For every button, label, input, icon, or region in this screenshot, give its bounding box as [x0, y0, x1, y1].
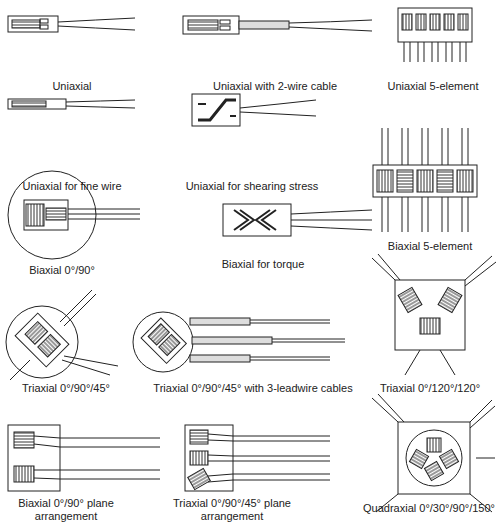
caption-label: Uniaxial for shearing stress	[186, 180, 319, 194]
caption-label: Biaxial 0°/90°	[29, 264, 95, 278]
caption-label: Biaxial 0°/90° plane arrangement	[16, 497, 116, 525]
caption-label: Triaxial 0°/90°/45°	[22, 382, 110, 396]
caption-label: Uniaxial	[52, 80, 91, 94]
caption-label: Triaxial 0°/90°/45° with 3-leadwire cabl…	[153, 382, 352, 396]
caption-label: Uniaxial with 2-wire cable	[213, 80, 337, 94]
caption-label: Uniaxial 5-element	[387, 80, 478, 94]
caption-label: Biaxial for torque	[222, 258, 305, 272]
caption-label: Biaxial 5-element	[388, 240, 472, 254]
caption-label: Triaxial 0°/120°/120°	[380, 382, 480, 396]
caption-label: Triaxial 0°/90°/45° plane arrangement	[172, 497, 292, 525]
caption-label: Quadraxial 0°/30°/90°/150°	[363, 502, 495, 516]
caption-label: Uniaxial for fine wire	[22, 180, 121, 194]
